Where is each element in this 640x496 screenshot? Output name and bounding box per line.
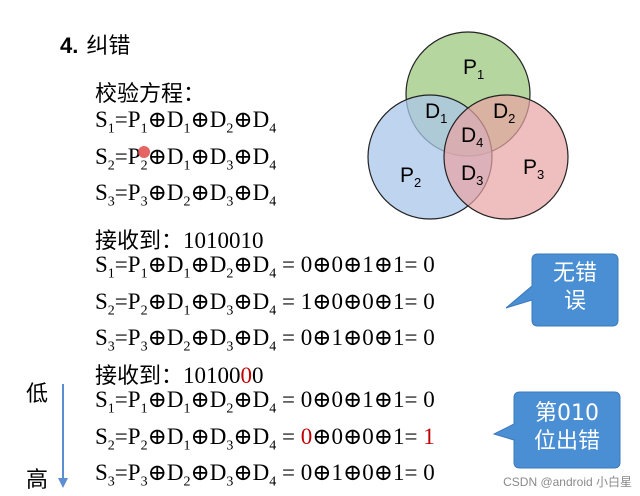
case1-heading: 接收到：1010010 — [95, 223, 264, 255]
pointer-marker — [138, 146, 150, 158]
syndrome-row: S3=P3⊕D2⊕D3⊕D4 = 0⊕1⊕0⊕1= 0 — [95, 460, 435, 490]
section-text: 纠错 — [86, 33, 131, 58]
eq-subscript: 4 — [269, 158, 277, 174]
syndrome-row: S1=P1⊕D1⊕D2⊕D4 = 0⊕0⊕1⊕1= 0 — [95, 252, 435, 282]
eq-subscript: 3 — [226, 303, 234, 319]
eq-subscript: 2 — [183, 474, 191, 490]
venn-label-d4: D4 — [461, 124, 483, 150]
eq-subscript: 3 — [107, 474, 115, 490]
eq-subscript: 2 — [107, 438, 115, 454]
received-label: 接收到： — [95, 364, 184, 389]
eq-subscript: 4 — [269, 266, 277, 282]
low-label: 低 — [26, 382, 49, 407]
order-arrow — [58, 384, 68, 488]
syndrome-row: S2=P2⊕D1⊕D3⊕D4 = 1⊕0⊕0⊕1= 0 — [95, 288, 435, 319]
eq-subscript: 2 — [183, 339, 191, 355]
footer-watermark: CSDN @android 小白星 — [503, 475, 632, 489]
eq-subscript: 3 — [226, 474, 234, 490]
eq-subscript: 1 — [107, 401, 115, 417]
eq-subscript: 1 — [107, 121, 115, 137]
eq-subscript: 2 — [140, 303, 148, 319]
eq-subscript: 4 — [269, 339, 277, 355]
eq-subscript: 2 — [226, 401, 234, 417]
eq-subscript: 2 — [140, 438, 148, 454]
eq-subscript: 1 — [183, 401, 191, 417]
error-bit: 0 — [240, 363, 253, 388]
eq-subscript: 1 — [183, 266, 191, 282]
eq-subscript: 1 — [140, 401, 148, 417]
eq-subscript: 1 — [140, 266, 148, 282]
eq-subscript: 2 — [183, 194, 191, 210]
received-code: 1010000 — [183, 363, 264, 388]
eq-subscript: 3 — [140, 474, 148, 490]
venn-label-p1: P1 — [463, 56, 484, 82]
syndrome-value: = 0⊕0⊕1⊕1= 0 — [276, 252, 435, 277]
eq-subscript: 3 — [226, 438, 234, 454]
eq-subscript: 3 — [226, 194, 234, 210]
callout-bubble-shape — [505, 253, 619, 327]
eq-subscript: 4 — [269, 194, 277, 210]
eq-subscript: 2 — [226, 266, 234, 282]
check-eq-heading: 校验方程： — [95, 82, 206, 107]
eq-subscript: 1 — [183, 121, 191, 137]
section-title: 4. 纠错 — [60, 28, 130, 60]
eq-subscript: 1 — [183, 438, 191, 454]
error-term: 0 — [300, 423, 313, 449]
eq-subscript: 3 — [226, 158, 234, 174]
case1-block: S1=P1⊕D1⊕D2⊕D4 = 0⊕0⊕1⊕1= 0 S2=P2⊕D1⊕D3⊕… — [95, 251, 435, 361]
eq-subscript: 2 — [140, 158, 148, 174]
eq-subscript: 2 — [226, 121, 234, 137]
syndrome-value: = 0⊕1⊕0⊕1= 0 — [276, 325, 435, 351]
venn-diagram: P1 P2 P3 D1 D2 D3 D4 — [367, 31, 569, 220]
eq-subscript: 4 — [269, 438, 277, 454]
syndrome-value: = 1⊕0⊕0⊕1= 0 — [276, 288, 435, 314]
case2-heading: 接收到：1010000 — [95, 358, 264, 390]
eq-subscript: 3 — [140, 194, 148, 210]
eq-subscript: 1 — [107, 266, 115, 282]
check-eq-row: S3=P3⊕D2⊕D3⊕D4 — [95, 180, 277, 210]
eq-subscript: 4 — [269, 401, 277, 417]
eq-subscript: 1 — [183, 303, 191, 319]
venn-label-d3: D3 — [461, 162, 483, 188]
received-code: 1010010 — [183, 228, 264, 253]
callout-bubble-shape — [492, 391, 621, 469]
circle-p3 — [443, 94, 569, 220]
eq-subscript: 1 — [140, 121, 148, 137]
eq-subscript: 4 — [269, 474, 277, 490]
check-eq-block: S1=P1⊕D1⊕D2⊕D4 S2=P2⊕D1⊕D3⊕D4 S3=P3⊕D2⊕D… — [95, 106, 276, 216]
eq-subscript: 2 — [107, 303, 115, 319]
venn-label-p3: P3 — [523, 156, 544, 182]
venn-label-p2: P2 — [400, 164, 421, 190]
syndrome-row: S2=P2⊕D1⊕D3⊕D4 = 0⊕0⊕0⊕1= 1 — [95, 423, 435, 454]
section-number: 4. — [60, 33, 79, 58]
venn-label-d1: D1 — [425, 100, 447, 126]
syndrome-value: = 0⊕0⊕1⊕1= 0 — [276, 387, 435, 412]
high-label: 高 — [26, 468, 49, 493]
callout-no-error: 无错误 — [500, 250, 620, 330]
check-eq-row: S1=P1⊕D1⊕D2⊕D4 — [95, 107, 277, 137]
callout-text: 无错误 — [552, 261, 597, 314]
eq-subscript: 2 — [107, 158, 115, 174]
case2-block: S1=P1⊕D1⊕D2⊕D4 = 0⊕0⊕1⊕1= 0 S2=P2⊕D1⊕D3⊕… — [95, 386, 435, 496]
check-eq-row: S2=P2⊕D1⊕D3⊕D4 — [95, 143, 277, 174]
eq-subscript: 3 — [226, 339, 234, 355]
syndrome-bit-result: 1 — [423, 423, 435, 449]
eq-subscript: 4 — [269, 303, 277, 319]
syndrome-row: S3=P3⊕D2⊕D3⊕D4 = 0⊕1⊕0⊕1= 0 — [95, 325, 435, 355]
eq-subscript: 3 — [107, 339, 115, 355]
syndrome-row: S1=P1⊕D1⊕D2⊕D4 = 0⊕0⊕1⊕1= 0 — [95, 387, 435, 417]
syndrome-value: = 0⊕1⊕0⊕1= 0 — [276, 460, 435, 486]
venn-label-d2: D2 — [493, 100, 515, 126]
eq-subscript: 3 — [140, 339, 148, 355]
eq-subscript: 4 — [269, 121, 277, 137]
eq-subscript: 3 — [107, 194, 115, 210]
received-label: 接收到： — [95, 229, 184, 254]
eq-subscript: 1 — [183, 158, 191, 174]
